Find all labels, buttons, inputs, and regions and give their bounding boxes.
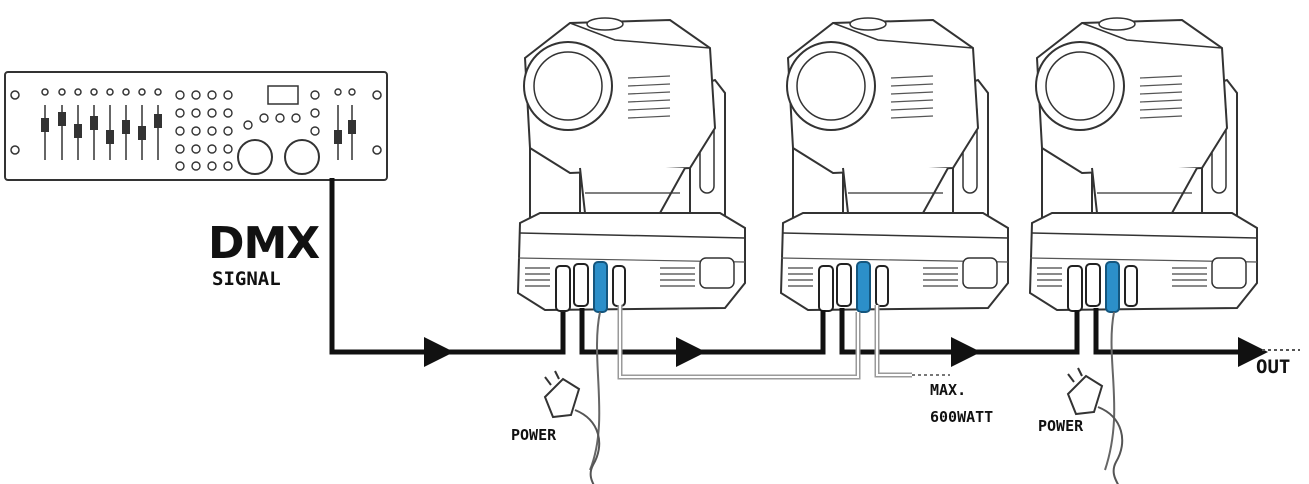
moving-head-fixture-1: [517, 17, 746, 313]
max-watt-label: 600WATT: [930, 408, 994, 426]
signal-label: SIGNAL: [212, 268, 281, 290]
power-label-left: POWER: [511, 426, 557, 444]
power-cable-1: [589, 311, 601, 471]
dmx-label: DMX: [208, 218, 320, 269]
out-label: OUT: [1256, 356, 1291, 378]
max-label: MAX.: [930, 381, 967, 399]
dmx-cable-out: [1093, 308, 1255, 355]
power-label-right: POWER: [1038, 417, 1084, 435]
moving-head-fixture-2: [780, 17, 1009, 313]
dmx-controller-icon: [4, 71, 388, 181]
power-cable-2: [1104, 311, 1116, 471]
power-link-cables: [617, 305, 912, 380]
moving-head-fixture-3: [1029, 17, 1258, 313]
